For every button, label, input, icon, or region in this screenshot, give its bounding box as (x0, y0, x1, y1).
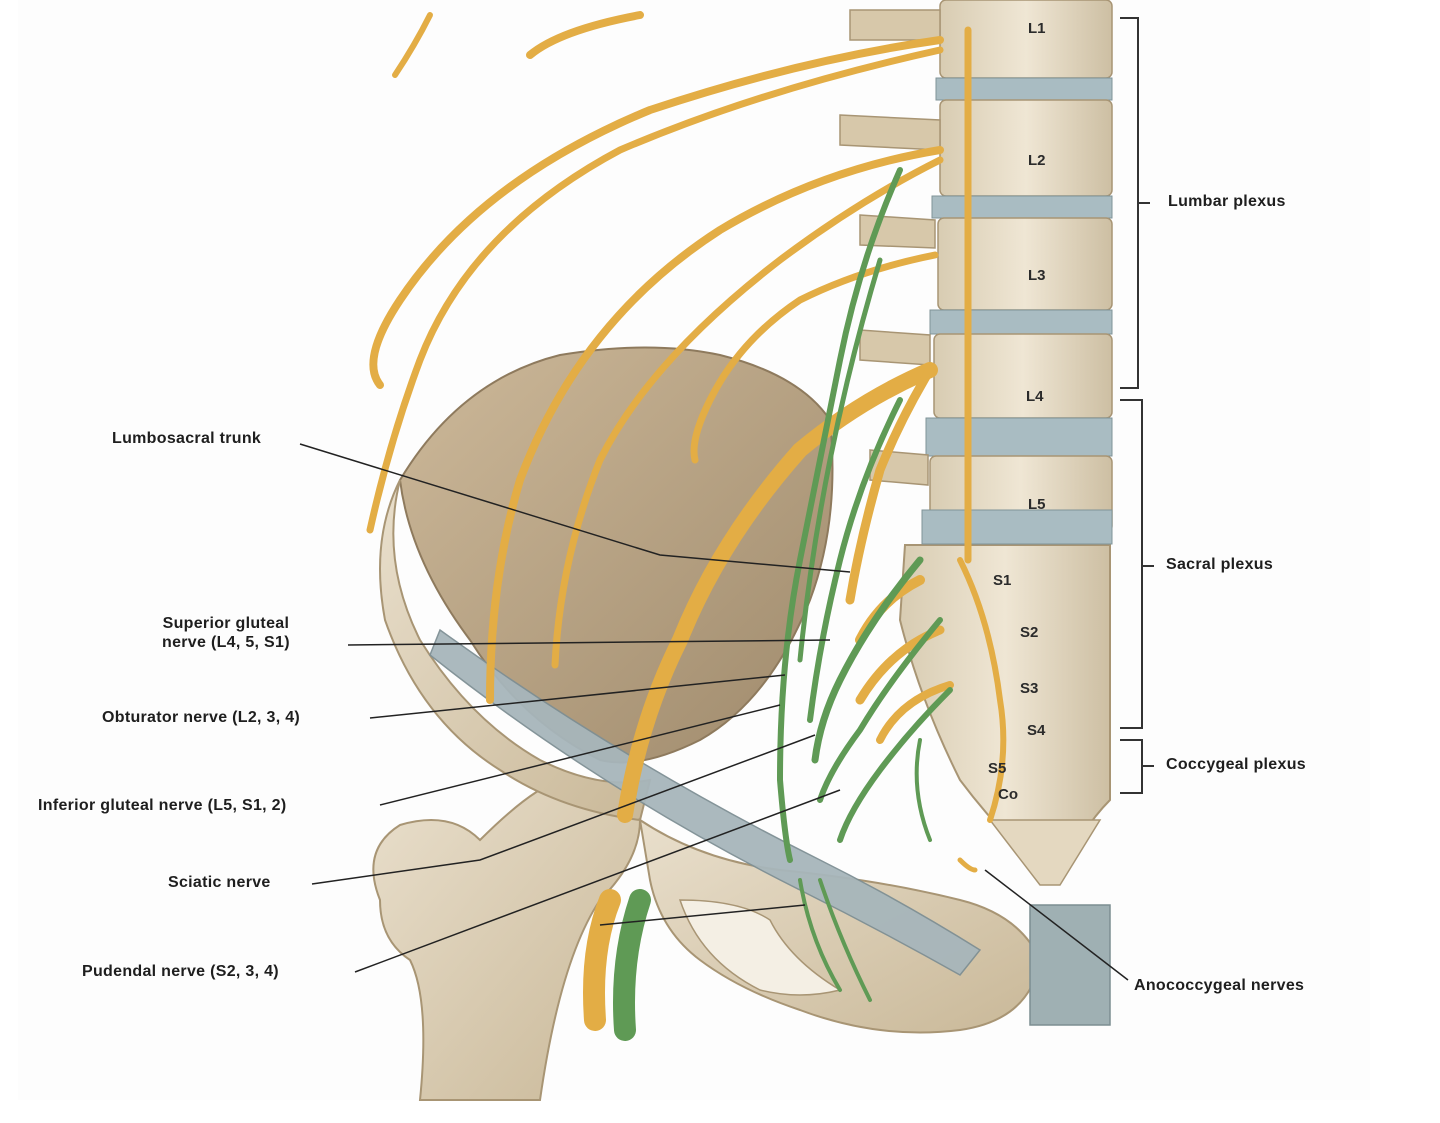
vertebra-label-s1: S1 (993, 572, 1011, 589)
pubic-symphysis (1029, 904, 1111, 1026)
femur-bone (372, 778, 642, 1101)
vertebra-label-s4: S4 (1027, 722, 1046, 739)
label-obturator-nerve: Obturator nerve (L2, 3, 4) (102, 709, 301, 726)
label-lumbosacral-trunk: Lumbosacral trunk (112, 430, 262, 447)
vertebra-label-s5: S5 (988, 760, 1006, 777)
vertebra-label-l4: L4 (1026, 388, 1044, 405)
label-superior-gluteal-line1: Superior gluteal (162, 615, 290, 632)
vertebra-label-l2: L2 (1028, 152, 1046, 169)
label-sciatic-nerve: Sciatic nerve (168, 874, 271, 891)
plexus-brackets (1120, 17, 1154, 794)
label-pudendal-nerve: Pudendal nerve (S2, 3, 4) (82, 963, 279, 980)
label-coccygeal-plexus: Coccygeal plexus (1166, 756, 1306, 773)
label-superior-gluteal-line2: nerve (L4, 5, S1) (162, 634, 290, 651)
label-lumbar-plexus: Lumbar plexus (1168, 193, 1286, 210)
vertebra-label-s2: S2 (1020, 624, 1038, 641)
vertebra-label-co: Co (998, 786, 1018, 803)
label-sacral-plexus: Sacral plexus (1166, 556, 1274, 573)
vertebra-label-l3: L3 (1028, 267, 1046, 284)
vertebra-label-l1: L1 (1028, 20, 1046, 37)
lumbar-vertebrae (839, 0, 1113, 545)
leader-lines (299, 443, 1129, 981)
sacral-nerves (613, 167, 953, 1041)
coccyx (988, 819, 1102, 886)
label-inferior-gluteal-nerve: Inferior gluteal nerve (L5, S1, 2) (38, 797, 287, 814)
label-superior-gluteal-nerve: Superior gluteal nerve (L4, 5, S1) (162, 614, 290, 652)
vertebra-label-l5: L5 (1028, 496, 1046, 513)
vertebra-label-s3: S3 (1020, 680, 1038, 697)
label-anococcygeal-nerves: Anococcygeal nerves (1134, 977, 1305, 994)
